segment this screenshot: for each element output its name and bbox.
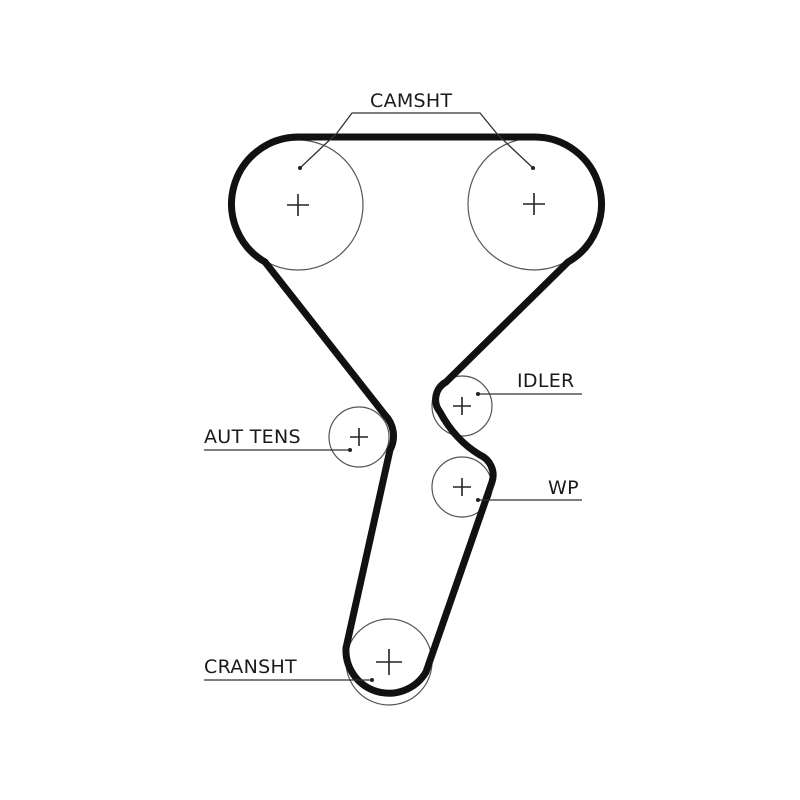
water-pump-label: WP bbox=[548, 477, 579, 499]
camshaft-label: CAMSHT bbox=[370, 90, 453, 112]
auto-tensioner-pulley bbox=[328, 406, 390, 468]
timing-belt bbox=[228, 133, 605, 697]
crankshaft-label: CRANSHT bbox=[204, 656, 297, 678]
auto-tensioner-label: AUT TENS bbox=[204, 426, 301, 448]
idler-leader bbox=[476, 392, 582, 396]
water-pump-pulley bbox=[431, 456, 493, 518]
idler-label: IDLER bbox=[517, 370, 575, 392]
crankshaft-leader bbox=[204, 678, 374, 682]
water-pump-leader bbox=[476, 498, 582, 502]
camshaft-leader bbox=[298, 112, 535, 170]
camshaft-pulley-right bbox=[467, 137, 601, 271]
auto-tensioner-leader bbox=[204, 448, 352, 452]
